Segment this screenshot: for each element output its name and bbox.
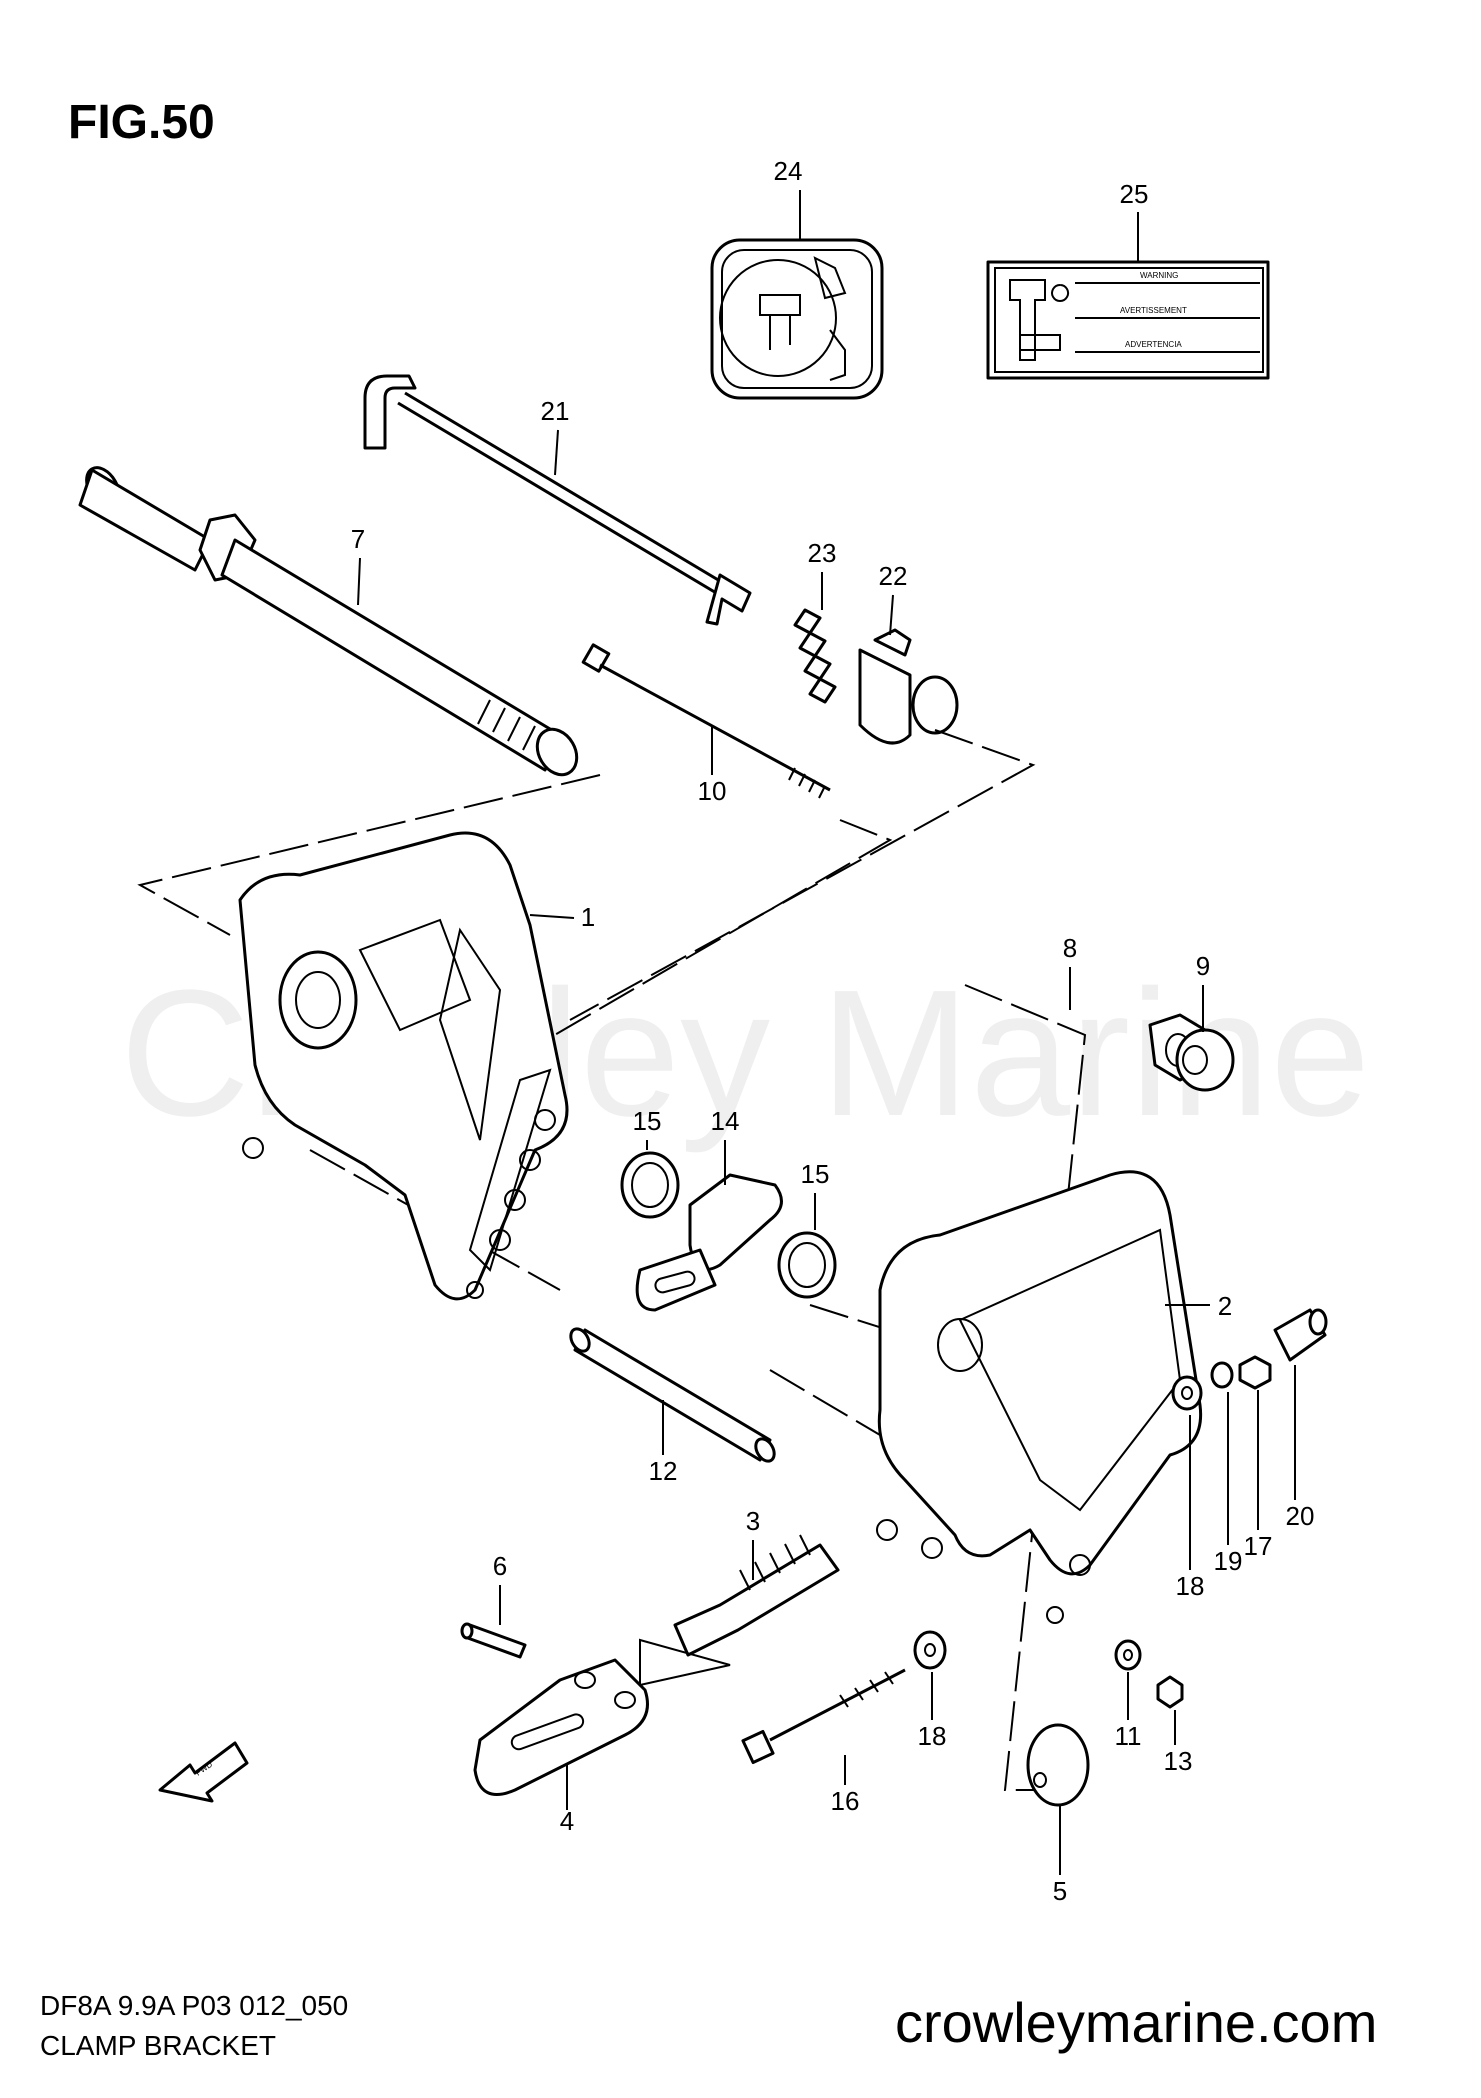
part-25-warning-label: WARNING AVERTISSEMENT ADVERTENCIA: [986, 260, 1270, 380]
callout-9: 9: [1196, 951, 1210, 981]
part-24-decal: [710, 238, 884, 400]
part-19-lock-washer: [1210, 1361, 1234, 1389]
part-16-bolt: [741, 1668, 906, 1765]
callout-17: 17: [1244, 1531, 1273, 1561]
callout-15b: 15: [801, 1159, 830, 1189]
callout-1: 1: [581, 902, 595, 932]
figure-title: FIG.50: [68, 96, 215, 149]
callout-14: 14: [711, 1106, 740, 1136]
leader-21: [554, 429, 559, 476]
leader-7: [357, 557, 361, 606]
callout-18b: 18: [918, 1721, 947, 1751]
label-advertencia-text: ADVERTENCIA: [1125, 340, 1182, 349]
part-3-thumb-screw: [673, 1534, 840, 1657]
callout-19: 19: [1214, 1546, 1243, 1576]
part-6-pin: [460, 1622, 527, 1659]
callout-24: 24: [774, 156, 803, 186]
part-9-bearing: [1175, 1028, 1235, 1092]
part-22-plunger: [858, 628, 959, 745]
callout-10: 10: [698, 776, 727, 806]
website-link[interactable]: crowleymarine.com: [895, 1991, 1378, 2054]
label-avertissement-text: AVERTISSEMENT: [1120, 306, 1187, 315]
part-13-nut: [1156, 1675, 1184, 1709]
part-12-rod: [569, 1327, 776, 1463]
callout-23: 23: [808, 538, 837, 568]
assembly-guide-lines: [137, 729, 1087, 1791]
callout-18a: 18: [1176, 1571, 1205, 1601]
part-18-washer-lower: [913, 1630, 947, 1670]
leader-22: [889, 594, 894, 636]
callout-25: 25: [1120, 179, 1149, 209]
part-7-tilt-tube: [78, 466, 579, 777]
callout-11: 11: [1115, 1721, 1142, 1751]
footer-diagram-code: DF8A 9.9A P03 012_050: [40, 1990, 349, 2021]
part-10-bolt: [581, 643, 831, 799]
part-20-sleeve: [1273, 1308, 1328, 1362]
callout-20: 20: [1286, 1501, 1315, 1531]
part-23-spring: [793, 608, 837, 704]
callout-16: 16: [831, 1786, 860, 1816]
part-11-washer: [1114, 1639, 1142, 1671]
callout-3: 3: [746, 1506, 760, 1536]
callout-2: 2: [1218, 1291, 1232, 1321]
part-5-cap: [1026, 1723, 1090, 1807]
callout-15a: 15: [633, 1106, 662, 1136]
callout-22: 22: [879, 561, 908, 591]
leader-1: [529, 914, 575, 919]
callout-13: 13: [1164, 1746, 1193, 1776]
part-15-bushing-lower: [777, 1231, 837, 1299]
callout-12: 12: [649, 1456, 678, 1486]
callout-8: 8: [1063, 933, 1077, 963]
part-14-lock-plate: [635, 1173, 783, 1312]
fwd-arrow-icon: FWD: [158, 1741, 249, 1803]
part-2-clamp-bracket: [876, 1170, 1203, 1624]
part-17-nut-small: [1238, 1355, 1272, 1390]
part-18-washer-right: [1171, 1375, 1203, 1411]
part-15-bushing-upper: [620, 1151, 680, 1219]
callout-21: 21: [541, 396, 570, 426]
part-4-clamp-handle: [473, 1638, 731, 1796]
callout-6: 6: [493, 1551, 507, 1581]
part-21-lever-rod: [363, 374, 752, 626]
label-warning-text: WARNING: [1140, 271, 1178, 280]
footer-diagram-name: CLAMP BRACKET: [40, 2030, 276, 2061]
callout-5: 5: [1053, 1876, 1067, 1906]
part-1-clamp-bracket: [238, 831, 569, 1301]
callout-7: 7: [351, 524, 365, 554]
callout-4: 4: [560, 1806, 574, 1836]
